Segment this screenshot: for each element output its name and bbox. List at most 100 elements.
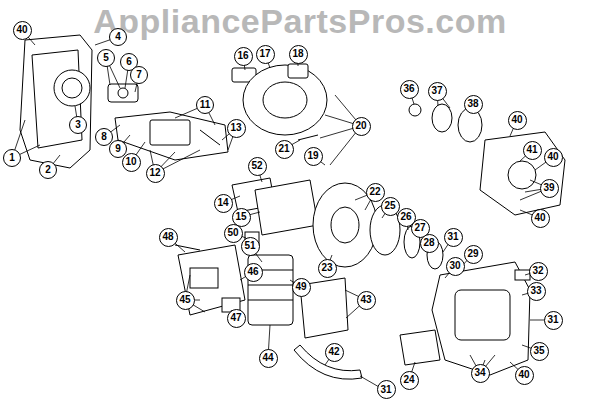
callout-circle: 13 bbox=[227, 119, 246, 138]
callout-circle: 44 bbox=[259, 349, 278, 368]
callout-circle: 47 bbox=[227, 309, 246, 328]
callout-number: 40 bbox=[534, 213, 545, 223]
callout-number: 14 bbox=[217, 198, 228, 208]
callout-circle: 36 bbox=[400, 80, 419, 99]
callout-number: 42 bbox=[328, 347, 339, 357]
callout-number: 31 bbox=[547, 315, 558, 325]
spark-plug bbox=[288, 64, 308, 78]
callout-circle: 21 bbox=[275, 140, 294, 159]
callout-circle: 32 bbox=[529, 262, 548, 281]
callout-circle: 16 bbox=[234, 47, 253, 66]
callout-number: 24 bbox=[403, 375, 414, 385]
callout-number: 45 bbox=[179, 295, 190, 305]
callout-circle: 51 bbox=[241, 237, 260, 256]
callout-number: 3 bbox=[75, 120, 81, 130]
callout-number: 25 bbox=[384, 201, 395, 211]
callout-number: 12 bbox=[149, 168, 160, 178]
clutch-cover bbox=[480, 132, 565, 215]
callout-circle: 18 bbox=[289, 45, 308, 64]
callout-number: 13 bbox=[230, 123, 241, 133]
callout-number: 40 bbox=[547, 152, 558, 162]
callout-number: 48 bbox=[162, 232, 173, 242]
callout-number: 17 bbox=[259, 49, 270, 59]
callout-number: 10 bbox=[125, 157, 136, 167]
callout-number: 30 bbox=[449, 261, 460, 271]
bearing bbox=[432, 104, 452, 132]
callout-circle: 45 bbox=[176, 291, 195, 310]
callout-number: 39 bbox=[543, 183, 554, 193]
callout-circle: 28 bbox=[420, 234, 439, 253]
callout-circle: 50 bbox=[224, 224, 243, 243]
callout-number: 4 bbox=[115, 32, 121, 42]
callout-circle: 31 bbox=[377, 380, 396, 399]
callout-number: 44 bbox=[262, 353, 273, 363]
callout-number: 31 bbox=[380, 385, 391, 395]
callout-circle: 40 bbox=[508, 111, 527, 130]
callout-circle: 43 bbox=[357, 291, 376, 310]
callout-circle: 40 bbox=[531, 209, 550, 228]
callout-number: 16 bbox=[237, 51, 248, 61]
callout-circle: 29 bbox=[464, 245, 483, 264]
callout-number: 41 bbox=[526, 145, 537, 155]
callout-circle: 37 bbox=[428, 82, 447, 101]
callout-number: 11 bbox=[200, 100, 211, 110]
callout-circle: 7 bbox=[130, 66, 148, 84]
callout-circle: 52 bbox=[248, 157, 267, 176]
housing bbox=[20, 35, 92, 168]
nut bbox=[409, 104, 421, 116]
callout-circle: 11 bbox=[196, 96, 214, 114]
callout-circle: 46 bbox=[244, 263, 263, 282]
callout-circle: 1 bbox=[3, 149, 21, 167]
callout-circle: 17 bbox=[256, 45, 275, 64]
callout-number: 37 bbox=[431, 86, 442, 96]
callout-circle: 3 bbox=[69, 116, 87, 134]
callout-number: 49 bbox=[295, 282, 306, 292]
callout-circle: 40 bbox=[13, 21, 32, 40]
callout-circle: 31 bbox=[544, 311, 563, 330]
intake bbox=[255, 180, 318, 235]
callout-circle: 42 bbox=[325, 343, 344, 362]
callout-number: 22 bbox=[369, 187, 380, 197]
callout-circle: 20 bbox=[352, 117, 371, 136]
air-filter bbox=[54, 70, 90, 106]
crankcase bbox=[432, 262, 530, 375]
callout-number: 32 bbox=[532, 266, 543, 276]
callout-circle: 49 bbox=[292, 278, 311, 297]
callout-number: 38 bbox=[467, 99, 478, 109]
callout-circle: 2 bbox=[39, 161, 57, 179]
callout-number: 47 bbox=[230, 313, 241, 323]
callout-number: 23 bbox=[321, 263, 332, 273]
callout-number: 19 bbox=[307, 151, 318, 161]
callout-circle: 25 bbox=[381, 197, 400, 216]
callout-circle: 30 bbox=[446, 257, 465, 276]
callout-number: 8 bbox=[101, 132, 107, 142]
callout-number: 40 bbox=[511, 115, 522, 125]
callout-number: 26 bbox=[400, 212, 411, 222]
callout-circle: 40 bbox=[544, 148, 563, 167]
callout-number: 15 bbox=[235, 212, 246, 222]
callout-number: 6 bbox=[126, 57, 132, 67]
filter-parts bbox=[108, 84, 138, 102]
callout-number: 20 bbox=[355, 121, 366, 131]
callout-number: 29 bbox=[467, 249, 478, 259]
callout-number: 33 bbox=[530, 286, 541, 296]
callout-circle: 39 bbox=[540, 179, 559, 198]
callout-circle: 38 bbox=[464, 95, 483, 114]
callout-number: 52 bbox=[251, 161, 262, 171]
callout-number: 31 bbox=[447, 232, 458, 242]
callout-number: 1 bbox=[9, 153, 15, 163]
callout-number: 18 bbox=[292, 49, 303, 59]
callout-number: 5 bbox=[103, 53, 109, 63]
callout-circle: 40 bbox=[515, 366, 534, 385]
callout-circle: 5 bbox=[97, 49, 115, 67]
callout-number: 27 bbox=[414, 223, 425, 233]
callout-circle: 12 bbox=[146, 164, 165, 183]
callout-number: 46 bbox=[247, 267, 258, 277]
callout-number: 28 bbox=[423, 238, 434, 248]
callout-circle: 10 bbox=[122, 153, 141, 172]
callout-circle: 22 bbox=[366, 183, 385, 202]
callout-circle: 24 bbox=[400, 371, 419, 390]
callout-number: 2 bbox=[45, 165, 51, 175]
muffler bbox=[178, 245, 245, 315]
callout-number: 51 bbox=[244, 241, 255, 251]
